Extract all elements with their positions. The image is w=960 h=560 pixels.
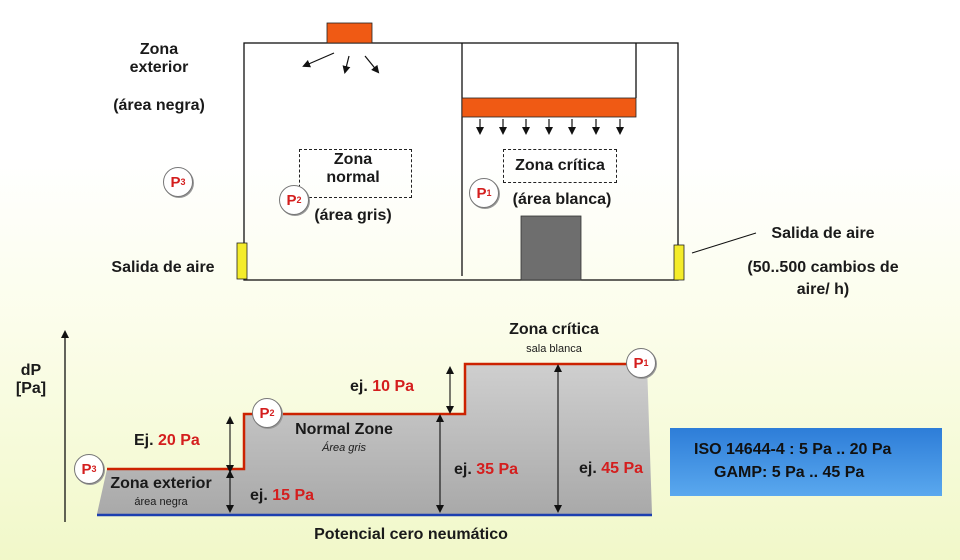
pressure-area (97, 364, 652, 514)
example-prefix: Ej. (134, 432, 154, 449)
p-index: 3 (180, 176, 186, 187)
dp-axis-line2: [Pa] (15, 380, 47, 398)
p-index: 2 (296, 194, 302, 205)
outer-zone-line2: exterior (129, 59, 189, 77)
supply-fan (326, 22, 373, 44)
laminar-flow-arrows (476, 119, 624, 135)
example-45pa: ej. 45 Pa (579, 460, 643, 478)
normal-zone-subtitle: Área gris (321, 442, 367, 454)
outer-zone-label: Zona exterior (130, 41, 189, 78)
normal-zone-box (299, 149, 412, 198)
baseline-label: Potencial cero neumático (314, 526, 508, 543)
p-letter: P (476, 184, 487, 202)
outer-zone-title: Zona exterior (110, 475, 212, 492)
air-outlet-right-label: Salida de aire (771, 225, 875, 242)
air-changes-line1: (50..500 cambios de (747, 259, 899, 276)
outer-zone-line1: Zona (139, 41, 179, 58)
supply-arrow-center (342, 55, 351, 74)
p-index: 3 (91, 463, 97, 474)
critical-zone-box (503, 149, 617, 183)
critical-zone-sub: (área blanca) (512, 191, 612, 208)
example-value: 10 Pa (372, 378, 415, 395)
example-35pa: ej. 35 Pa (454, 461, 518, 479)
outer-zone-sub: (área negra) (113, 97, 205, 114)
p-letter: P (286, 191, 297, 209)
air-outlet-right (673, 244, 685, 281)
normal-zone-line1: Zona (333, 151, 373, 168)
room-plan (236, 22, 757, 281)
dp-axis-line1: dP (20, 362, 42, 379)
p-letter: P (633, 354, 644, 372)
example-prefix: ej. (454, 461, 472, 478)
air-outlet-left (236, 242, 248, 280)
hepa-filter-unit (461, 97, 637, 118)
critical-zone-title: Zona crítica (509, 321, 599, 338)
iso-standard-box: ISO 14644-4 : 5 Pa .. 20 Pa GAMP: 5 Pa .… (670, 428, 942, 496)
dp-axis-label: dP [Pa] (16, 362, 46, 399)
critical-zone-label: Zona crítica (515, 157, 605, 174)
normal-zone-line2: normal (326, 169, 380, 187)
air-changes-line2: aire/ h) (796, 281, 850, 298)
example-prefix: ej. (579, 460, 597, 477)
p-index: 1 (643, 357, 649, 368)
p-letter: P (170, 173, 181, 191)
room-outline (243, 42, 679, 281)
outer-zone-subtitle: área negra (134, 496, 188, 508)
door (520, 215, 582, 281)
normal-zone-sub: (área gris) (314, 207, 392, 224)
example-20pa: Ej. 20 Pa (134, 432, 200, 450)
example-prefix: ej. (350, 378, 368, 395)
example-value: 20 Pa (158, 432, 200, 449)
example-value: 35 Pa (476, 461, 519, 478)
supply-arrow-left (302, 52, 335, 68)
air-outlet-leader-line (691, 232, 757, 254)
critical-zone-subtitle: sala blanca (526, 343, 582, 355)
p-index: 2 (269, 407, 275, 418)
p-index: 1 (486, 187, 492, 198)
iso-line: ISO 14644-4 : 5 Pa .. 20 Pa (694, 441, 892, 458)
example-value: 45 Pa (601, 460, 644, 477)
example-15pa: ej. 15 Pa (250, 487, 314, 505)
supply-arrow-right (364, 55, 380, 74)
example-10pa: ej. 10 Pa (350, 378, 414, 396)
normal-zone-label: Zona normal (326, 151, 379, 188)
pressure-cascade (61, 330, 652, 522)
pressure-step-line (107, 362, 647, 471)
air-outlet-left-label: Salida de aire (111, 259, 215, 276)
example-prefix: ej. (250, 487, 268, 504)
example-value: 15 Pa (272, 487, 315, 504)
p-letter: P (81, 460, 92, 478)
gamp-line: GAMP: 5 Pa .. 45 Pa (714, 464, 865, 481)
p-letter: P (259, 404, 270, 422)
normal-zone-title: Normal Zone (295, 421, 393, 438)
